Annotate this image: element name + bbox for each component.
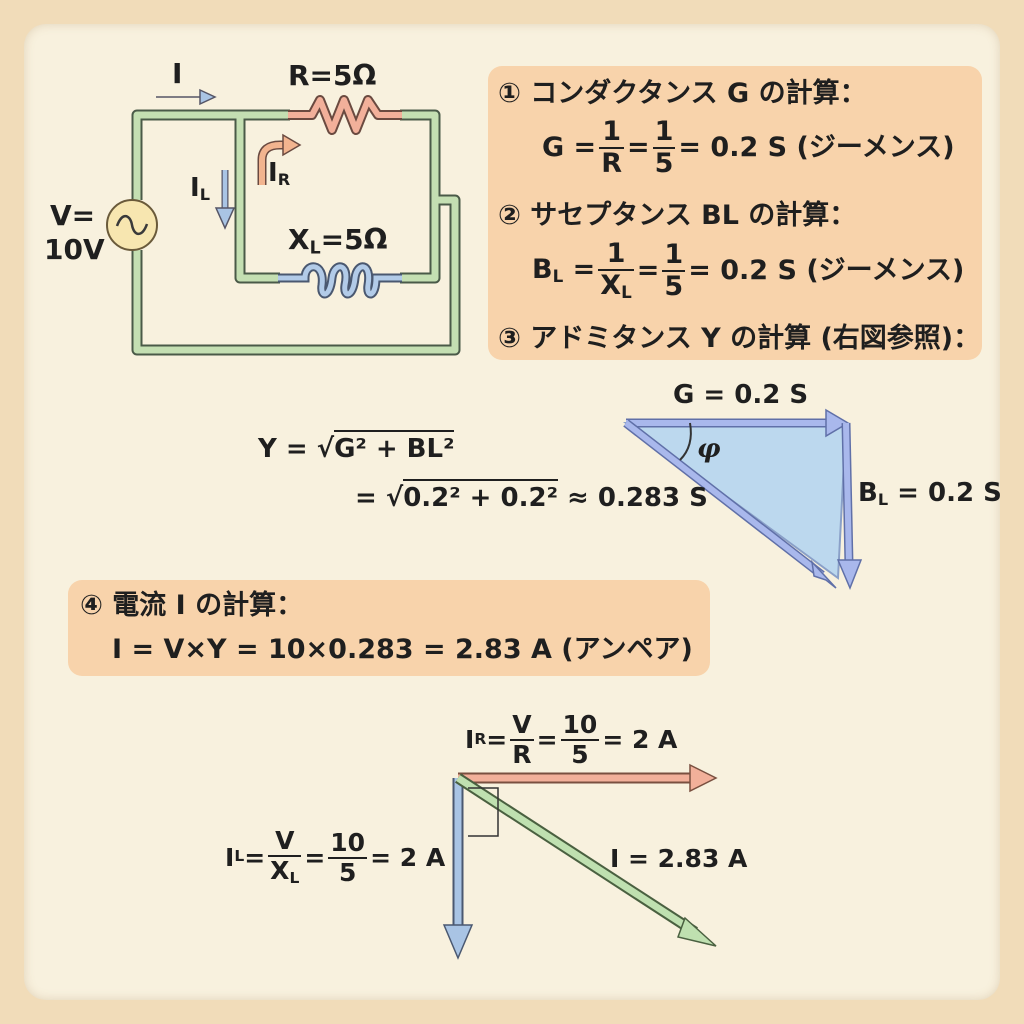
step1-lhs: G =	[542, 132, 597, 163]
xl-main: X	[288, 223, 310, 256]
denominator: 5	[571, 740, 589, 769]
equals: =	[563, 254, 596, 285]
y2-lhs: = √	[355, 483, 404, 513]
step2-lhs: BL =	[532, 256, 595, 285]
step3-heading: ③ アドミタンス Y の計算 (右図参照)：	[498, 323, 981, 354]
il: I	[225, 842, 235, 872]
numerator: V	[510, 710, 534, 741]
circuit-wires	[131, 109, 461, 356]
step4-box	[68, 580, 710, 676]
il-sub: L	[199, 185, 210, 205]
denominator: R	[601, 148, 622, 179]
steps-box	[488, 66, 982, 360]
inductor-label: XL=5Ω	[288, 226, 387, 258]
ac-source-icon	[106, 199, 158, 251]
x-sub: L	[621, 282, 632, 303]
y-formula-line1: Y = √G² + BL²	[258, 430, 455, 464]
denominator: XL	[268, 857, 301, 886]
ir-sub: R	[474, 729, 487, 748]
inductor-icon	[278, 262, 402, 299]
xl-rest: =5Ω	[320, 223, 388, 256]
ir-sub: R	[277, 170, 291, 190]
phasor-i-label: I = 2.83 A	[610, 844, 748, 873]
step4-heading: ④ 電流 I の計算：	[80, 590, 304, 621]
b-sub: L	[877, 490, 889, 510]
ir-result: = 2 A	[602, 725, 678, 754]
triangle-bl-label: BL = 0.2 S	[858, 480, 1002, 508]
equals: =	[536, 725, 558, 754]
step2-heading: ② サセプタンス BL の計算：	[498, 200, 857, 231]
denominator: 5	[664, 270, 684, 302]
y-formula-line2: = √0.2² + 0.2² ≈ 0.283 S	[355, 479, 708, 513]
current-arrow-icon	[156, 88, 217, 106]
il-main: I	[190, 173, 200, 203]
il-label: IL	[190, 175, 210, 203]
phasor-diagram	[442, 763, 718, 960]
y-lhs: Y = √	[258, 434, 335, 464]
step1-result: = 0.2 S (ジーメンス)	[678, 132, 955, 163]
step4-formula: I = V×Y = 10×0.283 = 2.83 A (アンペア)	[112, 634, 693, 665]
denominator: XL	[598, 271, 634, 301]
denominator: 5	[654, 148, 674, 179]
equals: =	[244, 842, 266, 872]
numerator: V	[268, 828, 302, 857]
b-rest: = 0.2 S	[888, 478, 1002, 508]
resistor-icon	[288, 95, 402, 135]
ir-label: IR	[268, 160, 290, 188]
numerator: 10	[560, 710, 600, 741]
numerator: 1	[599, 118, 624, 149]
triangle-g-label: G = 0.2 S	[673, 380, 809, 410]
ir: I	[465, 725, 475, 754]
equals: =	[636, 254, 660, 286]
denominator: 5	[338, 857, 357, 887]
x: X	[600, 270, 622, 301]
numerator: 1	[652, 116, 676, 149]
il-sub: L	[234, 847, 245, 866]
numerator: 10	[328, 827, 368, 859]
b: B	[858, 478, 878, 508]
y-radicand: G² + BL²	[334, 430, 455, 464]
xl-sub: L	[309, 238, 321, 259]
numerator: 1	[598, 240, 634, 271]
il-arrow-icon	[214, 170, 236, 230]
voltage-label-2: 10V	[44, 233, 105, 266]
step2-result: = 0.2 S (ジーメンス)	[688, 254, 965, 286]
y-result: ≈ 0.283 S	[567, 483, 708, 513]
equals: =	[304, 842, 326, 872]
angle-phi-label: φ	[697, 434, 721, 464]
b: B	[532, 254, 553, 285]
current-label: I	[172, 57, 183, 90]
voltage-label-1: V=	[50, 199, 96, 232]
ir-arrow-icon	[257, 133, 302, 185]
numerator: 1	[662, 238, 686, 272]
x: X	[270, 856, 290, 885]
il-result: = 2 A	[370, 842, 446, 872]
x-sub: L	[289, 868, 300, 887]
equals: =	[626, 132, 650, 163]
equals: =	[486, 725, 508, 754]
denominator: R	[512, 740, 532, 769]
b-sub: L	[552, 266, 564, 287]
resistor-label: R=5Ω	[288, 59, 377, 92]
ir-main: I	[268, 158, 278, 188]
y2-radicand: 0.2² + 0.2²	[403, 479, 558, 513]
admittance-triangle	[622, 408, 863, 590]
step1-heading: ① コンダクタンス G の計算：	[498, 78, 867, 109]
